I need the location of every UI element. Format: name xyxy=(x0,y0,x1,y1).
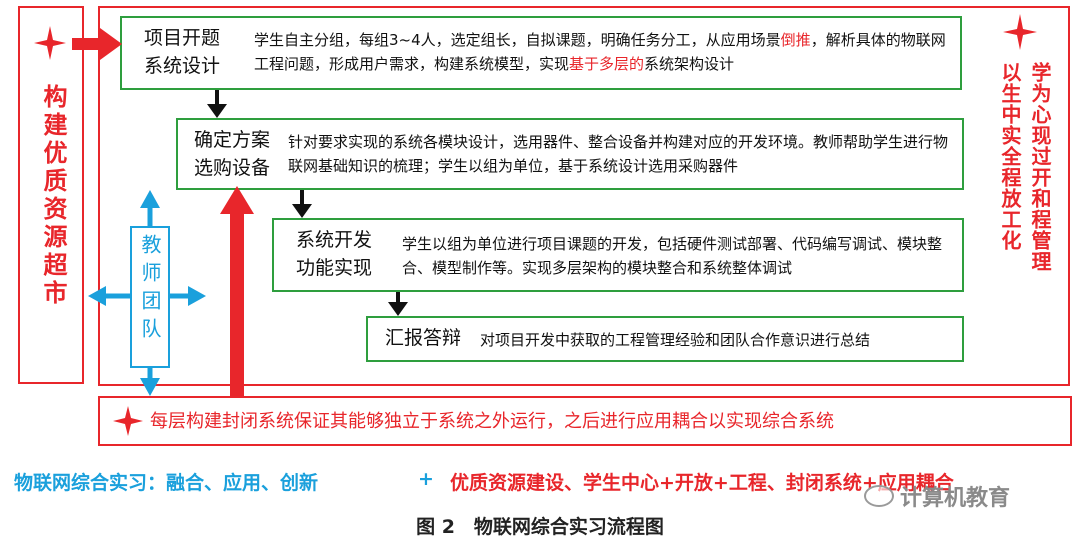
step-1-desc-b: ，解析具体的物联网工程问题，形成用户需求，构建系统模型，实现 xyxy=(254,31,946,73)
watermark-text: 计算机教育 xyxy=(900,486,1011,511)
step-1-title-line2: 系统设计 xyxy=(143,55,220,77)
star-icon-bottom xyxy=(113,406,143,436)
closed-system-box xyxy=(98,396,1072,446)
step-report-defense xyxy=(366,316,964,362)
right-column-label-1: 以生中实全程放工化 xyxy=(998,62,1022,251)
figure-caption: 图 2 物联网综合实习流程图 xyxy=(416,516,664,538)
closed-system-text: 每层构建封闭系统保证其能够独立于系统之外运行，之后进行应用耦合以实现综合系统 xyxy=(150,411,834,432)
step-3-title: 系统开发 功能实现 xyxy=(284,226,384,282)
step-4-title: 汇报答辩 xyxy=(384,327,461,349)
step-1-desc-a: 学生自主分组，每组3~4人，选定组长，自拟课题，明确任务分工，从应用场景 xyxy=(254,31,781,49)
step-2-title-line1: 确定方案 xyxy=(193,129,270,151)
step-2-title-line2: 选购设备 xyxy=(193,157,270,179)
star-icon-right xyxy=(1003,14,1037,50)
left-resource-frame xyxy=(18,6,84,384)
teacher-team-box xyxy=(130,226,170,368)
footer-left: 物联网综合实习：融合、应用、创新 xyxy=(14,472,319,494)
step-2-description: 针对要求实现的系统各模块设计，选用器件、整合设备并构建对应的开发环境。教师帮助学… xyxy=(288,133,949,175)
step-system-development xyxy=(272,218,964,292)
teacher-arrows xyxy=(88,190,206,396)
support-up-arrow xyxy=(220,186,254,398)
step-equipment-selection xyxy=(176,118,964,190)
main-process-frame xyxy=(98,6,1070,386)
footer-plus: + xyxy=(418,468,434,490)
step-project-design xyxy=(120,16,962,90)
left-column-label: 构建优质资源超市 xyxy=(39,84,67,308)
step-arrows xyxy=(207,90,408,316)
step-1-desc-red-2: 基于多层的 xyxy=(569,55,645,73)
step-1-title-line1: 项目开题 xyxy=(143,27,220,49)
right-column-label-2: 学为心现过开和程管理 xyxy=(1028,62,1052,272)
watermark-bubble-icon xyxy=(864,485,894,507)
step-1-title: 项目开题 系统设计 xyxy=(130,24,234,80)
entry-arrow xyxy=(72,28,122,60)
teacher-team-label: 教师团队 xyxy=(138,234,162,346)
step-1-desc-c: 系统架构设计 xyxy=(644,55,735,73)
step-3-description: 学生以组为单位进行项目课题的开发，包括硬件测试部署、代码编写调试、模块整合、模型… xyxy=(402,235,943,277)
star-icon-left xyxy=(34,26,66,60)
step-1-description: 学生自主分组，每组3~4人，选定组长，自拟课题，明确任务分工，从应用场景倒推，解… xyxy=(254,28,954,76)
step-1-desc-red-1: 倒推 xyxy=(780,31,811,49)
step-2-title: 确定方案 选购设备 xyxy=(184,126,280,182)
step-4-description: 对项目开发中获取的工程管理经验和团队合作意识进行总结 xyxy=(480,331,871,349)
step-3-title-line2: 功能实现 xyxy=(295,257,372,279)
footer-right: 优质资源建设、学生中心+开放+工程、封闭系统+应用耦合 xyxy=(450,472,954,494)
step-3-title-line1: 系统开发 xyxy=(295,229,372,251)
